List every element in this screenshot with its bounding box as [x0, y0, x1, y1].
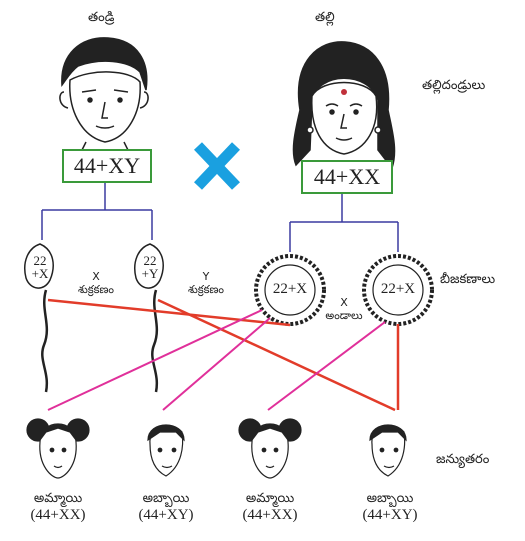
sperm-1-chromosomes: 22+X — [31, 253, 49, 281]
mother-gamete-tree — [289, 194, 399, 252]
child-4-caption: అబ్బాయి(44+XY) — [362, 491, 418, 523]
father-genotype-box: 44+XY — [62, 149, 152, 183]
girl-1-portrait — [26, 418, 90, 479]
egg-1-label: 22+X — [272, 281, 308, 297]
sperm-2-chromosomes: 22+Y — [141, 253, 159, 281]
child-1-caption: అమ్మాయి(44+XX) — [30, 491, 86, 523]
egg-2-label: 22+X — [380, 281, 416, 297]
red-fertilization-lines — [47, 298, 400, 412]
father-gamete-tree — [41, 183, 153, 240]
sperm-x-shape — [24, 243, 54, 393]
offspring-label: జన్యుతరం — [436, 452, 490, 467]
girl-2-portrait — [238, 418, 302, 479]
gametes-label: బీజకణాలు — [440, 272, 496, 287]
cross-symbol-shape — [194, 142, 240, 190]
egg-1-shape — [254, 254, 326, 326]
parents-label: తల్లిదండ్రులు — [422, 78, 486, 93]
pink-fertilization-lines — [47, 309, 386, 411]
egg-2-shape — [362, 254, 434, 326]
boy-1-portrait — [147, 424, 185, 477]
boy-2-portrait — [369, 424, 407, 477]
child-2-caption: అబ్బాయి(44+XY) — [138, 491, 194, 523]
child-3-caption: అమ్మాయి(44+XX) — [242, 491, 298, 523]
sperm-y-shape — [134, 243, 164, 393]
mother-label: తల్లి — [315, 10, 335, 25]
father-label: తండ్రి — [88, 10, 115, 25]
mother-portrait — [292, 41, 396, 170]
father-portrait — [59, 37, 149, 151]
mother-genotype-box: 44+XX — [301, 160, 393, 194]
